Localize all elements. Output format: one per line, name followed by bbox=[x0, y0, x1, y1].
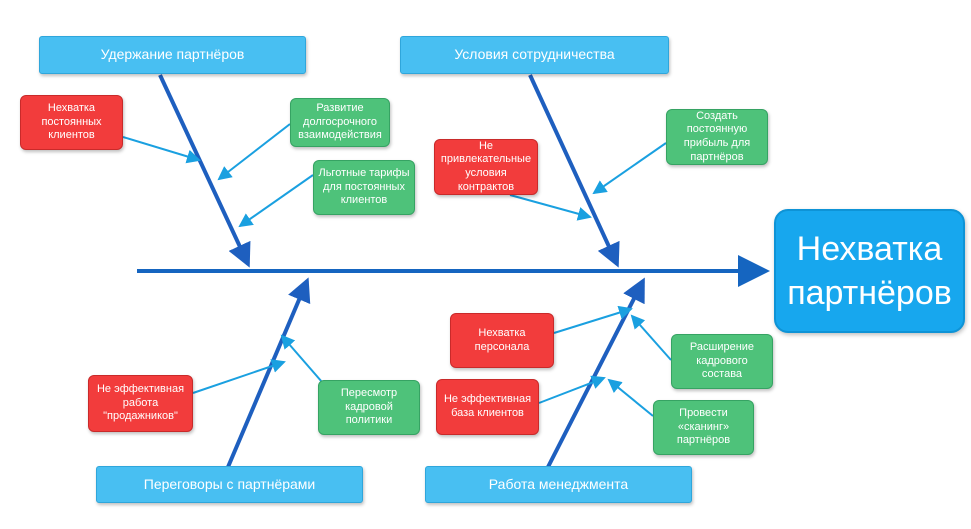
sub-arrow bbox=[238, 174, 314, 228]
solution-long-term: Развитие долгосрочного взаимодействия bbox=[290, 98, 390, 147]
cause-lack-regular-clients: Нехватка постоянных клиентов bbox=[20, 95, 123, 150]
sub-arrow bbox=[280, 334, 323, 383]
solution-preferential-rates: Льготные тарифы для постоянных клиентов bbox=[313, 160, 415, 215]
sub-arrow bbox=[217, 123, 291, 181]
cause-ineffective-client-base: Не эффективная база клиентов bbox=[436, 379, 539, 435]
sub-arrow bbox=[538, 375, 606, 404]
effect-head: Нехватка партнёров bbox=[774, 209, 965, 333]
cause-ineffective-sales: Не эффективная работа "продажников" bbox=[88, 375, 193, 432]
solution-review-hr-policy: Пересмотр кадровой политики bbox=[318, 380, 420, 435]
category-management: Работа менеджмента bbox=[425, 466, 692, 503]
cause-staff-shortage: Нехватка персонала bbox=[450, 313, 554, 368]
sub-arrow bbox=[592, 142, 667, 195]
sub-arrow bbox=[192, 359, 286, 394]
branch-negotiations bbox=[226, 277, 311, 468]
sub-arrow bbox=[607, 378, 654, 417]
category-retention: Удержание партнёров bbox=[39, 36, 306, 74]
sub-arrow bbox=[630, 314, 672, 361]
category-negotiations: Переговоры с партнёрами bbox=[96, 466, 363, 503]
branch-conditions bbox=[528, 74, 620, 268]
solution-create-profit: Создать постоянную прибыль для партнёров bbox=[666, 109, 768, 165]
cause-unattractive-terms: Не привлекательные условия контрактов bbox=[434, 139, 538, 195]
sub-arrow bbox=[509, 194, 592, 221]
sub-arrow bbox=[553, 305, 633, 334]
solution-expand-staff: Расширение кадрового состава bbox=[671, 334, 773, 389]
branch-retention bbox=[158, 74, 251, 268]
category-conditions: Условия сотрудничества bbox=[400, 36, 669, 74]
solution-scanning: Провести «сканинг» партнёров bbox=[653, 400, 754, 455]
sub-arrow bbox=[122, 136, 201, 164]
